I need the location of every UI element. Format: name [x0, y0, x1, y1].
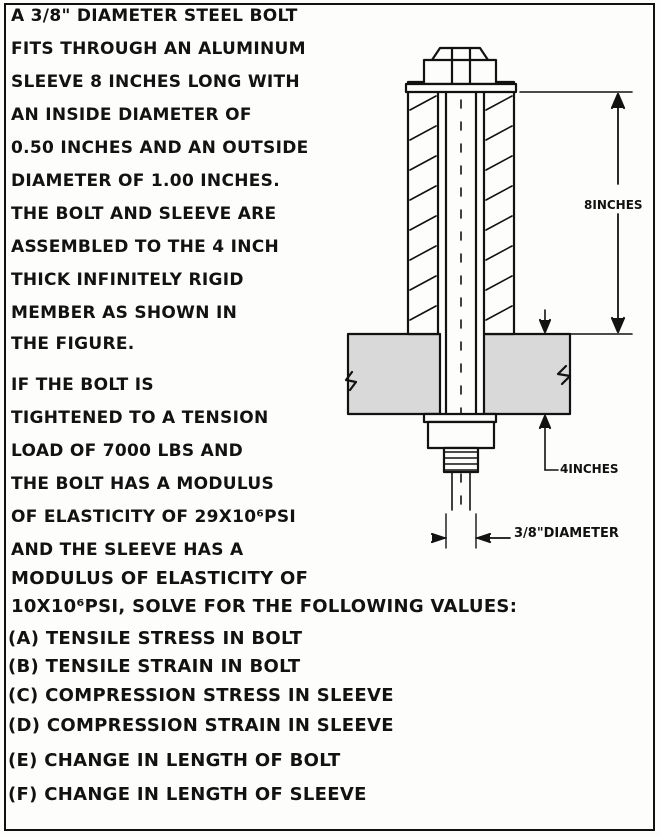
- bolt-head-top: [430, 46, 490, 62]
- problem-line: The bolt and sleeve are: [11, 204, 277, 224]
- problem-line: and the sleeve has a: [11, 540, 244, 560]
- problem-line: thick infinitely rigid: [11, 270, 244, 290]
- problem-line: diameter of 1.00 inches.: [11, 171, 280, 191]
- problem-line: the figure.: [11, 334, 135, 354]
- list-item: (c) Compression stress in sleeve: [8, 685, 394, 706]
- problem-line: 0.50 inches and an outside: [11, 138, 309, 158]
- arrow-dia-right: [476, 532, 492, 544]
- arrow-member-bottom: [538, 414, 552, 430]
- list-item: (f) Change in length of sleeve: [8, 784, 367, 805]
- list-item: (e) Change in length of bolt: [8, 750, 341, 771]
- problem-line: load of 7000 lbs and: [11, 441, 244, 461]
- list-item: (b) Tensile strain in bolt: [8, 656, 301, 677]
- problem-line: tightened to a tension: [11, 408, 269, 428]
- washer-top: [404, 82, 518, 94]
- rigid-member-left: [346, 332, 442, 416]
- problem-line: sleeve 8 inches long with: [11, 72, 300, 92]
- problem-line: A 3/8" diameter steel bolt: [11, 6, 298, 26]
- nut: [426, 420, 496, 450]
- sleeve-wall-left: [406, 80, 440, 336]
- problem-line: fits through an aluminum: [11, 39, 306, 59]
- problem-line: member as shown in: [11, 303, 238, 323]
- problem-line: an inside diameter of: [11, 105, 252, 125]
- list-item: (a) Tensile stress in bolt: [8, 628, 303, 649]
- arrow-up: [610, 92, 626, 110]
- list-item: (d) Compression strain in sleeve: [8, 715, 394, 736]
- arrow-down: [610, 316, 626, 334]
- bolt-head: [422, 58, 498, 86]
- problem-line: of elasticity of 29x10⁶psi: [11, 507, 297, 527]
- sleeve-length-label: 8inches: [584, 198, 643, 212]
- bolt-diameter-label: 3/8"diameter: [514, 526, 619, 541]
- problem-line: If the bolt is: [11, 375, 154, 395]
- sleeve-wall-right: [482, 80, 516, 336]
- arrow-member-top: [538, 318, 552, 334]
- break-mark-right: [556, 364, 572, 386]
- problem-line: the bolt has a modulus: [11, 474, 275, 494]
- task-line: 10x10⁶psi, solve for the following value…: [11, 596, 518, 617]
- arrow-dia-left: [430, 532, 446, 544]
- task-line: Modulus of elasticity of: [11, 568, 309, 589]
- break-mark-left: [344, 370, 358, 392]
- problem-line: assembled to the 4 inch: [11, 237, 280, 257]
- washer-bottom: [422, 412, 498, 424]
- member-thickness-label: 4inches: [560, 462, 619, 476]
- page-border: [4, 3, 655, 831]
- sleeve-hatching: [409, 95, 513, 321]
